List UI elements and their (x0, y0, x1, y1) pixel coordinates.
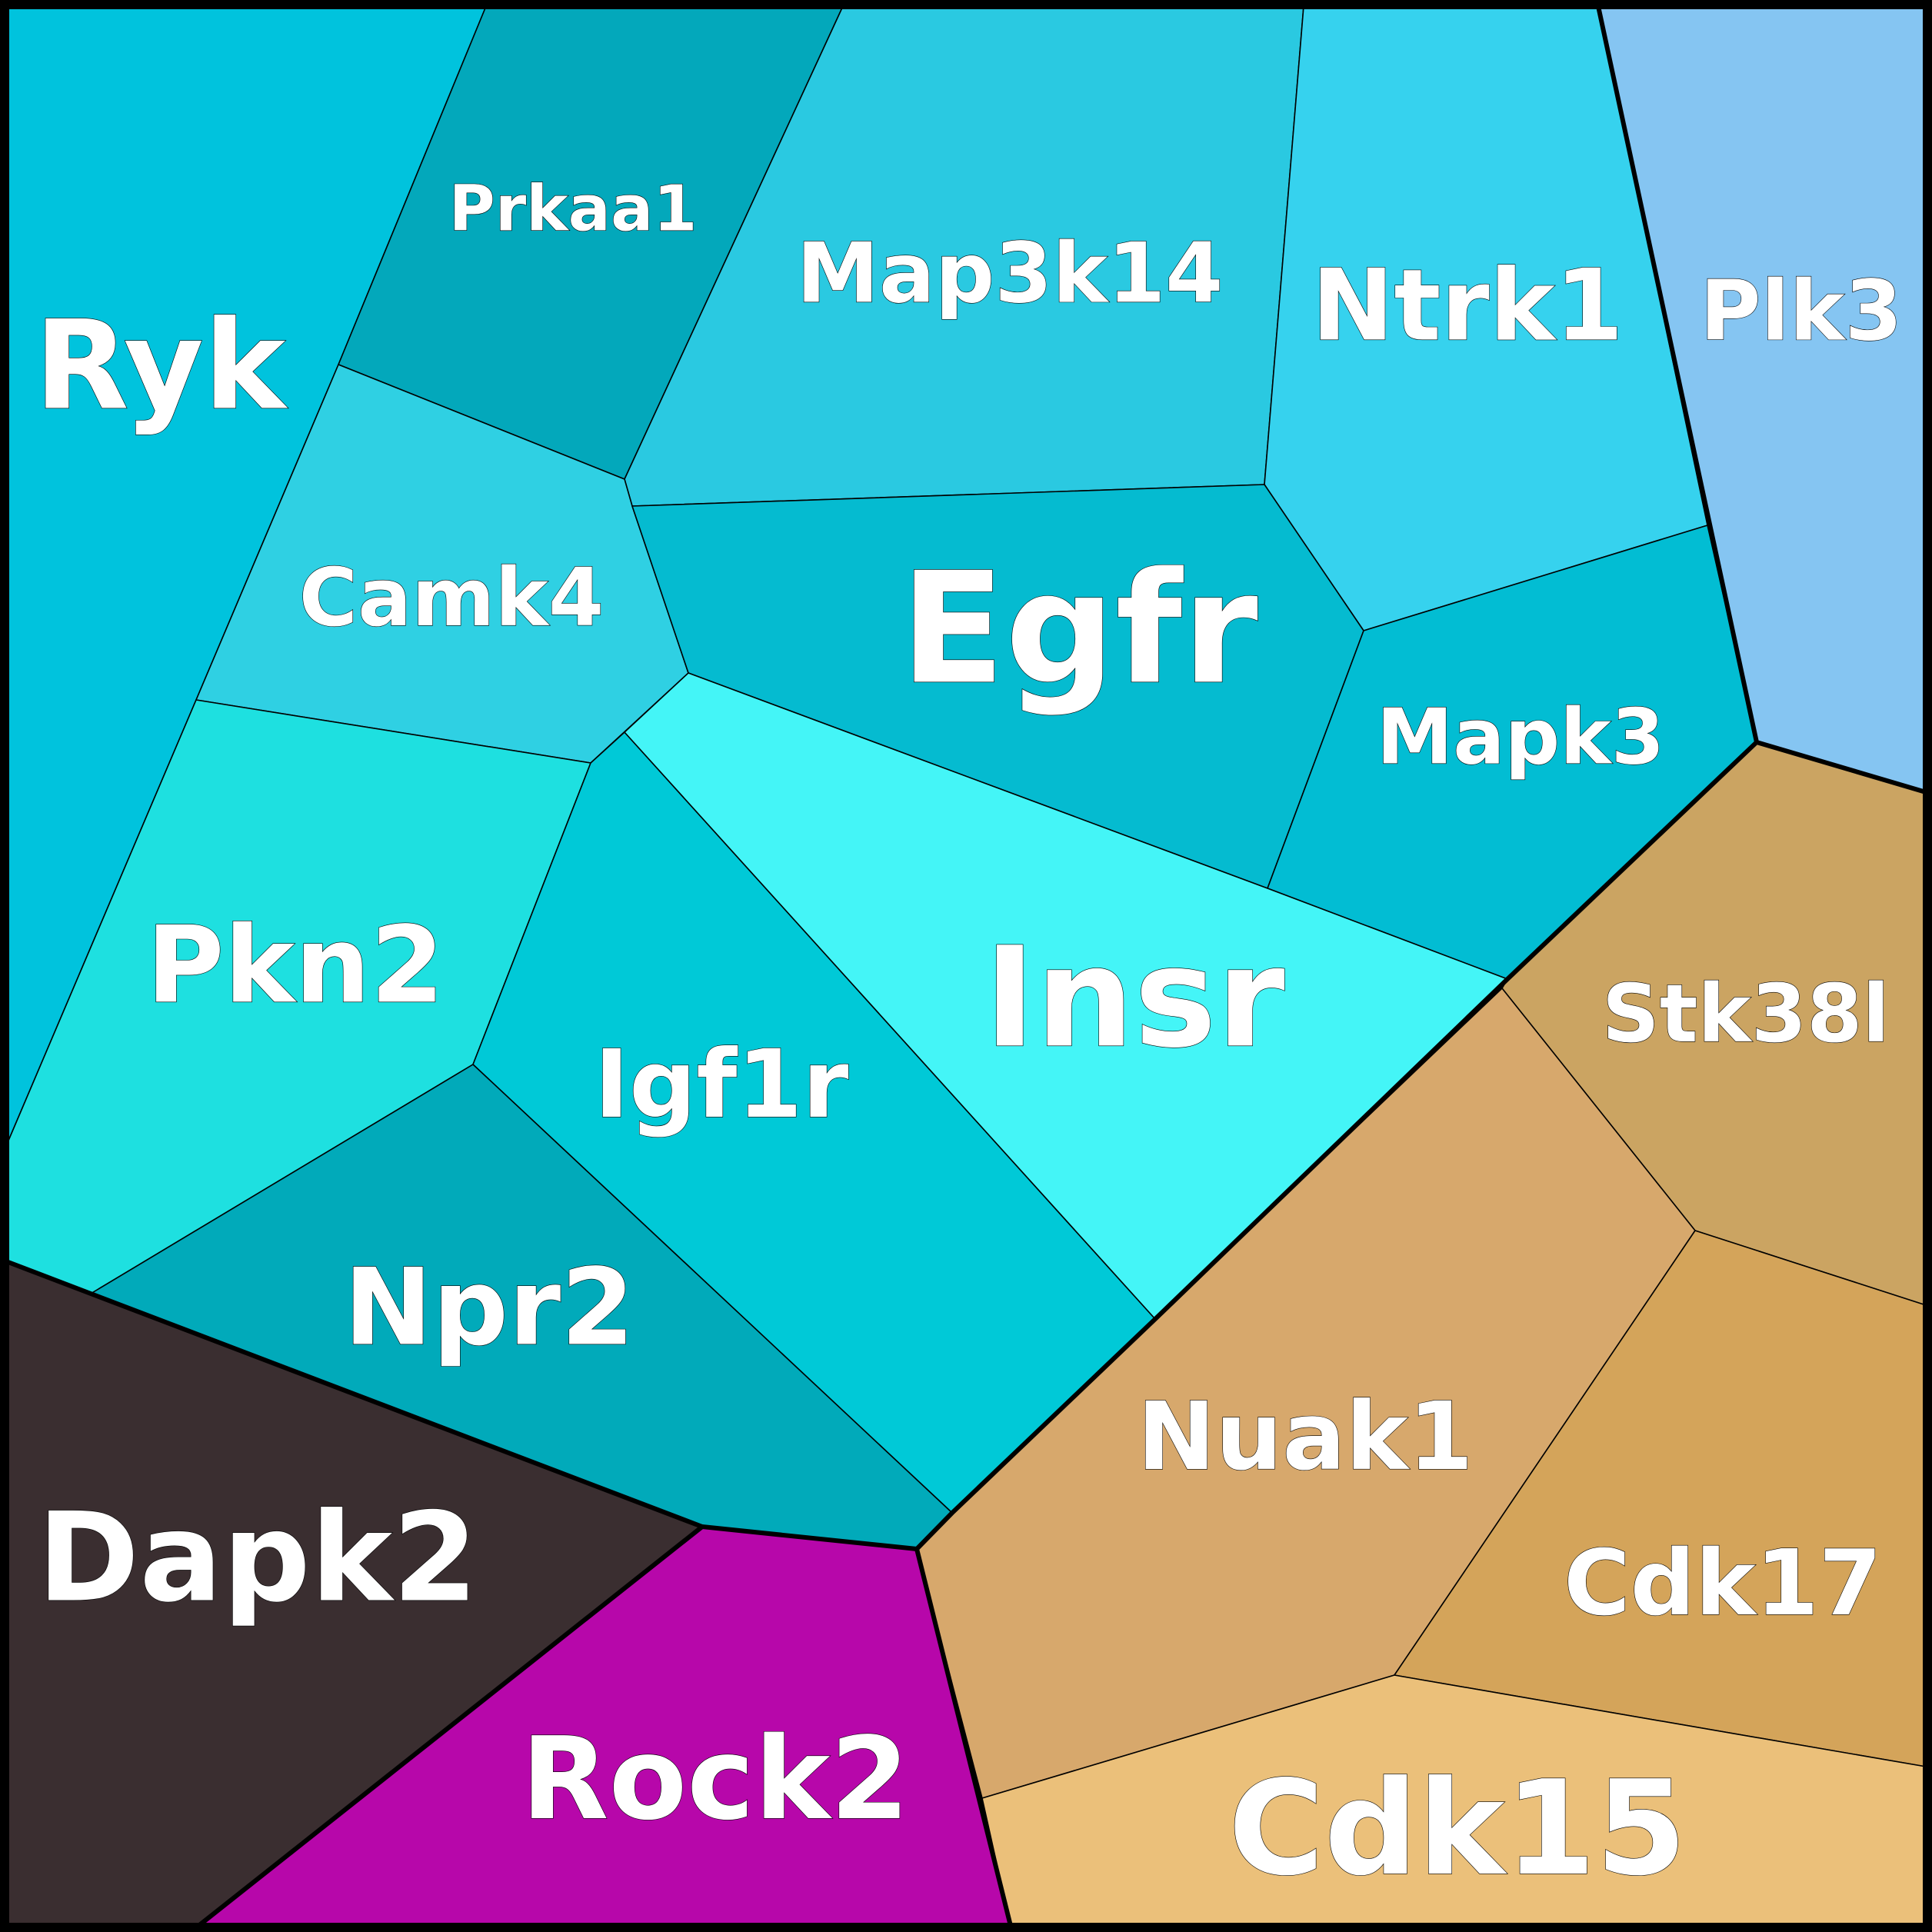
group-border-dapk2 (4, 1259, 919, 1551)
label-rock2: Rock2 (521, 1713, 910, 1845)
label-stk38l: Stk38l (1602, 967, 1890, 1061)
group-border-rock2-cdk15 (914, 1547, 1013, 1928)
label-npr2: Npr2 (344, 1246, 635, 1370)
label-prkaa1: Prkaa1 (449, 173, 698, 246)
label-plk3: Plk3 (1700, 264, 1902, 360)
group-border-blue-tan-diagonal (914, 740, 1759, 1551)
label-pkn2: Pkn2 (146, 904, 444, 1028)
label-egfr: Egfr (900, 540, 1258, 719)
label-igf1r: Igf1r (595, 1030, 849, 1139)
label-insr: Insr (984, 918, 1284, 1079)
label-dapk2: Dapk2 (37, 1486, 478, 1630)
group-border-dapk2-rock2 (196, 1524, 705, 1928)
label-cdk15: Cdk15 (1228, 1753, 1687, 1905)
label-nuak1: Nuak1 (1137, 1382, 1473, 1491)
label-ntrk1: Ntrk1 (1311, 249, 1624, 364)
cell-insr (624, 672, 1508, 1320)
label-ryk: Ryk (35, 294, 288, 438)
label-mapk3: Mapk3 (1377, 692, 1665, 782)
label-camk4: Camk4 (299, 551, 604, 645)
label-map3k14: Map3k14 (797, 226, 1224, 322)
label-cdk17: Cdk17 (1564, 1530, 1882, 1636)
